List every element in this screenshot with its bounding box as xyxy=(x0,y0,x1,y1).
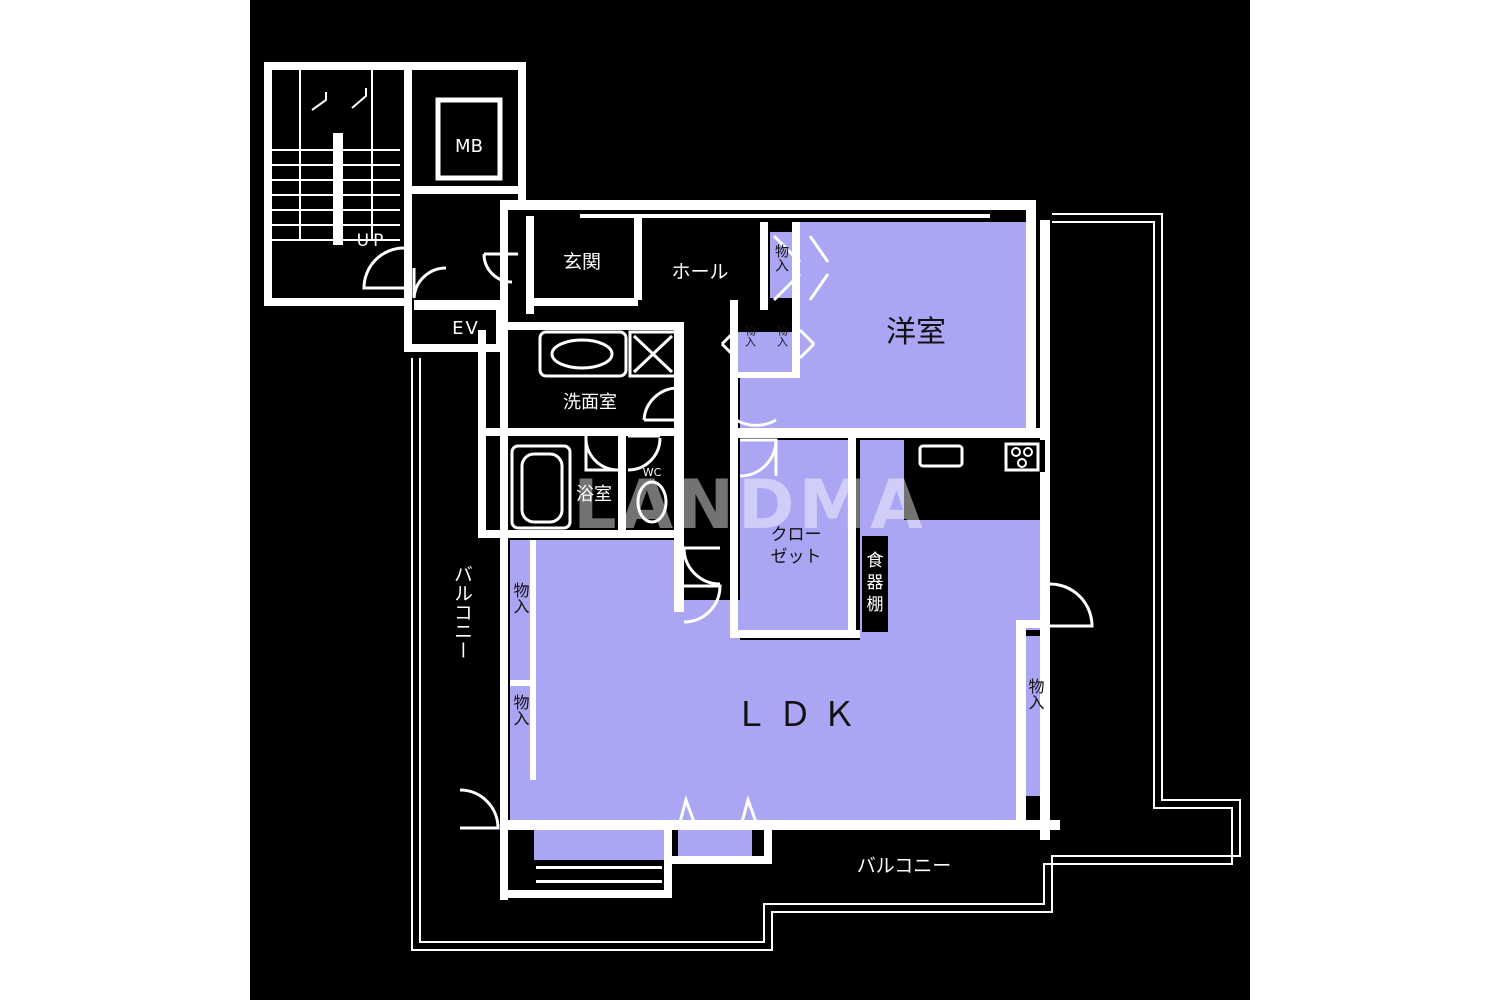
ldk-east-storage-label: 物入 xyxy=(1026,678,1045,710)
kitchen-sink-outline xyxy=(918,444,964,468)
west-closet-label: 物入 xyxy=(773,244,789,272)
small-storage-a-label: 物入 xyxy=(744,324,757,347)
sink xyxy=(550,338,614,370)
ev-label: EV xyxy=(452,318,480,339)
bathroom-label: 浴室 xyxy=(576,484,612,505)
bathtub xyxy=(510,444,572,530)
up-label: UP xyxy=(357,231,388,251)
mb-box xyxy=(435,97,503,181)
closet-label-line2: ゼット xyxy=(771,547,822,567)
doors xyxy=(362,234,1094,830)
walls xyxy=(264,62,1060,900)
west-balcony-label: バルコニー xyxy=(451,565,473,660)
western-room-fill xyxy=(740,222,1028,430)
ldk-bay-fill xyxy=(678,826,752,856)
entrance-label: 玄関 xyxy=(563,251,601,273)
balcony-outline xyxy=(411,213,1241,951)
western-room-label: 洋室 xyxy=(886,315,946,350)
stove-outline xyxy=(1004,442,1040,472)
small-storage-fill xyxy=(738,332,800,372)
south-balcony-label: バルコニー xyxy=(857,855,952,877)
toilet xyxy=(636,480,668,524)
dish-shelf-label-1: 食 xyxy=(867,551,884,571)
watermark: LANDMA xyxy=(573,466,927,545)
dish-shelf-label-3: 棚 xyxy=(867,595,884,615)
small-storage-b-label: 物入 xyxy=(776,324,789,347)
ldk-fill xyxy=(510,440,1048,820)
ldk-west-storage-1-label: 物入 xyxy=(511,582,530,614)
dish-shelf xyxy=(862,536,888,632)
ldk-label: ＬＤＫ xyxy=(734,695,866,735)
washroom-label: 洗面室 xyxy=(563,392,617,413)
closet-fill xyxy=(740,440,850,638)
wc-label: WC xyxy=(643,466,662,479)
ldk-west-storage-2-label: 物入 xyxy=(511,694,530,726)
closet-label-line1: クロー xyxy=(771,525,822,545)
vanity xyxy=(538,330,628,378)
washer-pan xyxy=(628,330,678,378)
windows xyxy=(536,200,1012,883)
stairs xyxy=(272,70,400,245)
mb-label: MB xyxy=(455,136,483,157)
stove-burners xyxy=(1011,447,1033,468)
kitchen-fill xyxy=(860,440,904,522)
hall-label: ホール xyxy=(671,261,728,283)
dish-shelf-label-2: 器 xyxy=(867,573,884,593)
